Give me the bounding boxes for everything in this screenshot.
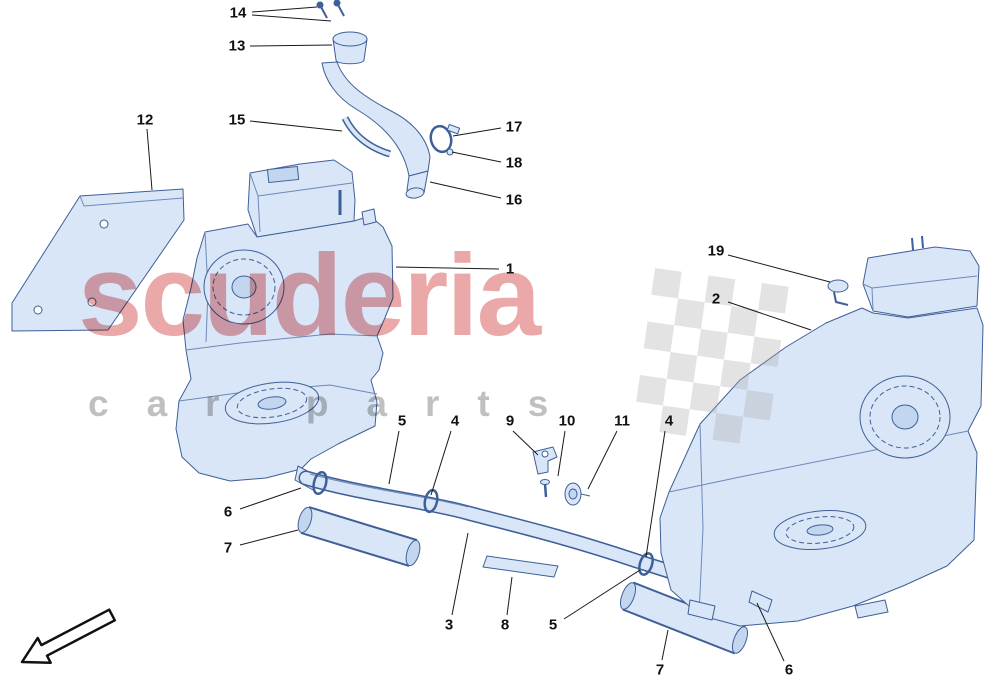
heat-shield-panel <box>11 188 185 332</box>
filler-clamp <box>429 123 461 156</box>
filler-cap <box>332 31 368 65</box>
filler-lower-pipe <box>405 170 429 199</box>
left-fuel-tank <box>175 159 394 491</box>
pipe-support-bracket <box>532 446 558 475</box>
direction-arrow-icon <box>20 608 117 665</box>
filler-neck-tube <box>321 61 431 177</box>
bracket-screw <box>540 479 550 498</box>
vent-valve <box>827 279 849 306</box>
pipe-sleeve-left <box>297 506 421 567</box>
clamp-bolt <box>446 148 454 156</box>
filler-neck-assembly <box>316 0 461 199</box>
bracket-bushing <box>564 482 591 506</box>
protection-strip <box>482 555 559 578</box>
filler-screws <box>316 0 345 19</box>
right-fuel-tank <box>659 235 984 627</box>
